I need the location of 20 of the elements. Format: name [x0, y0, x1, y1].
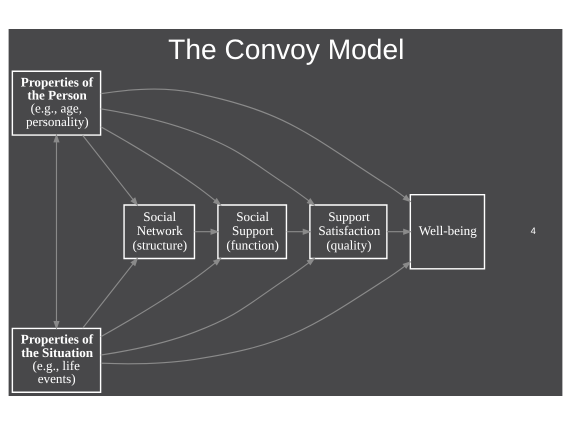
node-box: Social Network (structure) [123, 204, 196, 260]
label: 4 [530, 226, 536, 236]
diagram-title: The Convoy Model [168, 34, 404, 66]
arrow [386, 228, 412, 235]
arrow [286, 228, 312, 235]
node-box: Well-being [410, 194, 486, 270]
arrow [100, 126, 222, 206]
node-box: Properties of the Person (e.g., age, personality) [12, 70, 102, 136]
node-box: Properties of the Situation (e.g., life events) [12, 328, 102, 393]
arrow [100, 261, 412, 364]
arrow [194, 228, 220, 235]
arrow [100, 258, 222, 338]
node-box: Social Support (function) [217, 204, 288, 260]
arrow [100, 88, 412, 202]
arrow [53, 134, 60, 330]
arrow [100, 258, 316, 356]
arrow [82, 134, 138, 206]
arrow [82, 257, 138, 329]
arrow [100, 108, 316, 206]
node-box: Support Satisfaction (quality) [309, 204, 388, 260]
